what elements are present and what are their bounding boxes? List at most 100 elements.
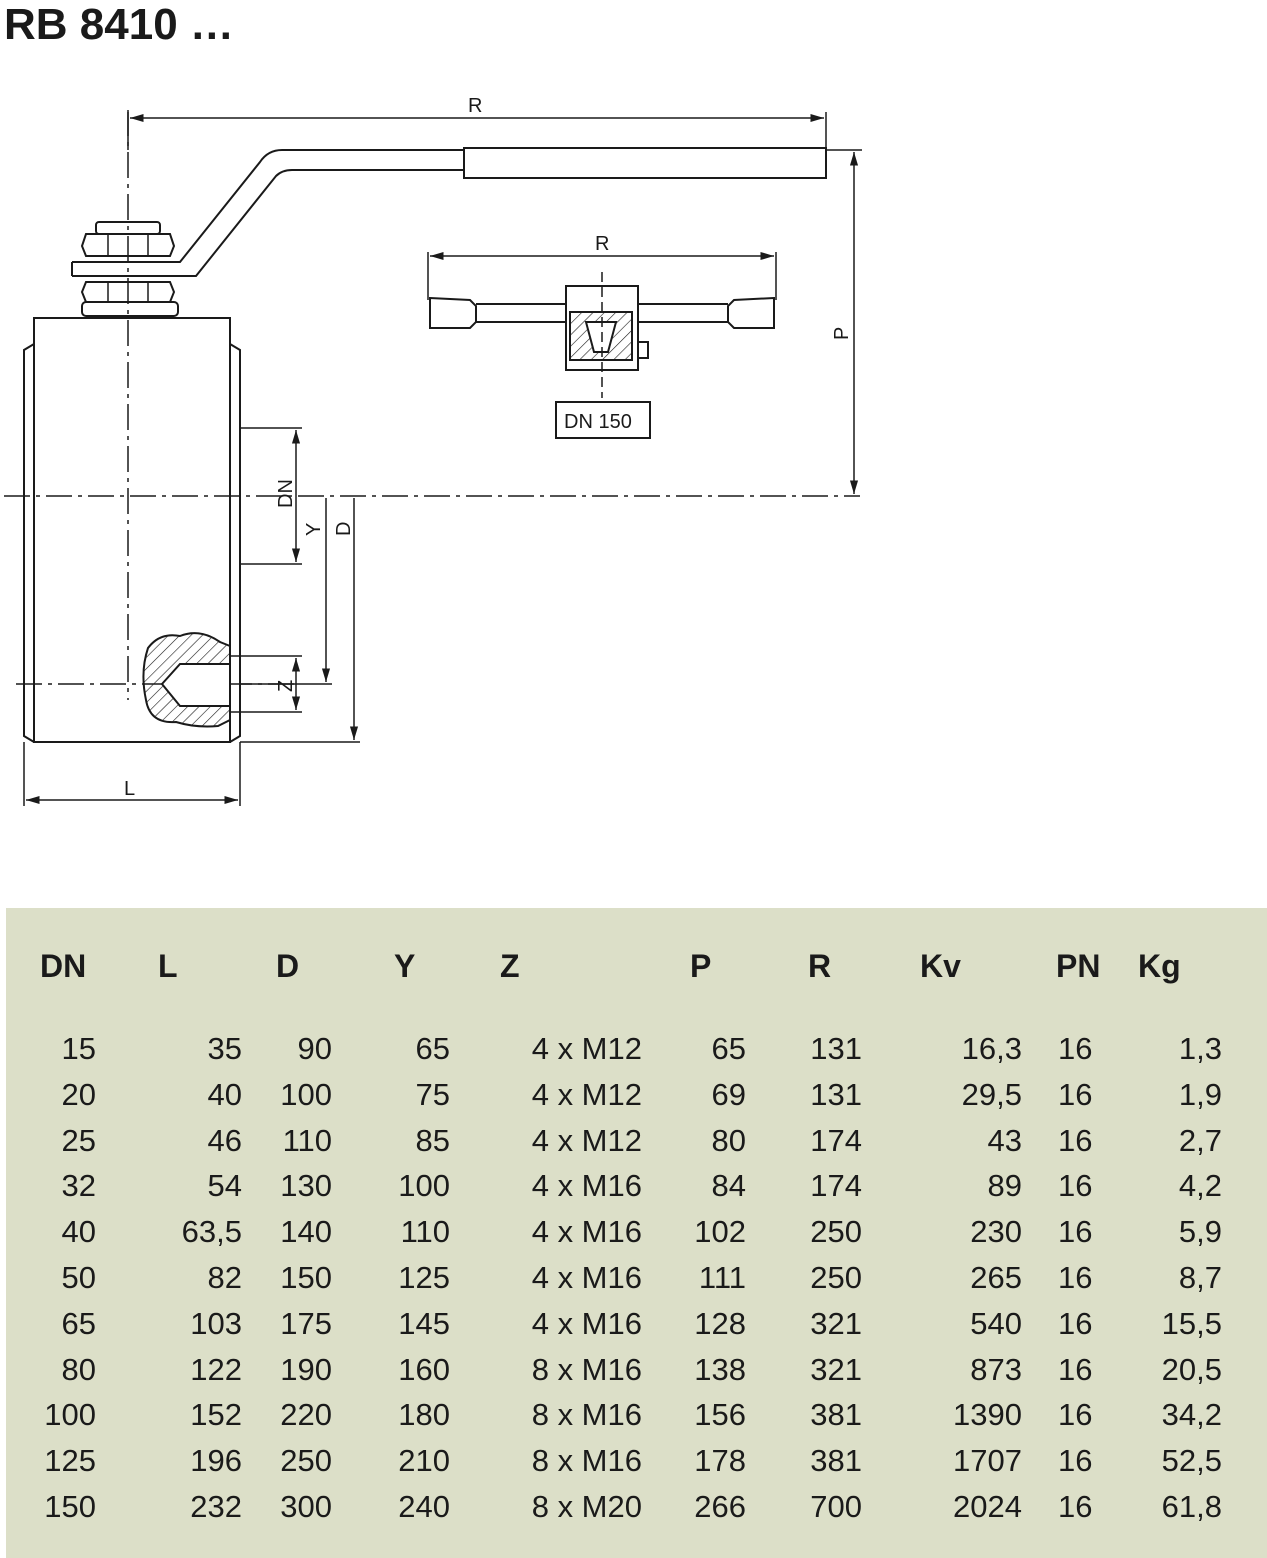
table-cell-p: 65 <box>711 1031 746 1066</box>
table-cell-p: 178 <box>694 1443 746 1479</box>
inset-t-handle <box>429 272 775 398</box>
table-cell-pn: 16 <box>1058 1351 1093 1387</box>
table-cell-l: 35 <box>207 1031 242 1066</box>
table-cell-p: 156 <box>694 1397 746 1433</box>
table-cell-pn: 16 <box>1058 1260 1093 1295</box>
table-cell-r: 381 <box>810 1397 862 1433</box>
table-cell-p: 69 <box>711 1076 746 1112</box>
table-cell-z: 4 x M12 <box>531 1031 642 1066</box>
table-cell-d: 130 <box>280 1168 332 1204</box>
table-cell-l: 82 <box>207 1260 242 1295</box>
table-cell-d: 100 <box>280 1076 332 1112</box>
upper-nut <box>80 233 176 257</box>
table-cell-dn: 80 <box>61 1351 96 1387</box>
table-cell-kg: 5,9 <box>1178 1214 1222 1250</box>
table-cell-l: 63,5 <box>181 1214 242 1250</box>
table-cell-y: 180 <box>398 1397 450 1433</box>
dim-label-d: D <box>333 522 355 536</box>
table-cell-p: 138 <box>694 1351 746 1387</box>
table-cell-l: 103 <box>190 1305 242 1341</box>
table-cell-kg: 2,7 <box>1178 1122 1222 1158</box>
table-cell-kg: 34,2 <box>1161 1397 1222 1433</box>
dim-label-p: P <box>831 327 853 340</box>
table-cell-r: 700 <box>810 1489 862 1524</box>
table-cell-kv: 873 <box>970 1351 1022 1387</box>
table-cell-y: 210 <box>398 1443 450 1479</box>
inset-label: DN 150 <box>564 411 632 433</box>
table-cell-kv: 89 <box>987 1168 1022 1204</box>
table-cell-d: 90 <box>297 1031 332 1066</box>
dim-label-l: L <box>124 778 135 800</box>
table-cell-d: 250 <box>280 1443 332 1479</box>
table-cell-d: 190 <box>280 1351 332 1387</box>
table-cell-l: 232 <box>190 1489 242 1524</box>
column-header-z: Z <box>500 948 520 984</box>
table-cell-p: 102 <box>694 1214 746 1250</box>
column-header-d: D <box>276 948 300 984</box>
table-cell-dn: 100 <box>44 1397 96 1433</box>
table-cell-dn: 150 <box>44 1489 96 1524</box>
table-cell-y: 100 <box>398 1168 450 1204</box>
column-header-pn: PN <box>1056 948 1101 984</box>
bolt-hole <box>160 663 231 707</box>
table-cell-d: 300 <box>280 1489 332 1524</box>
table-cell-dn: 32 <box>61 1168 96 1204</box>
table-cell-pn: 16 <box>1058 1168 1093 1204</box>
table-cell-dn: 40 <box>61 1214 96 1250</box>
table-cell-kv: 2024 <box>953 1489 1022 1524</box>
handle-lever <box>72 149 464 263</box>
table-cell-pn: 16 <box>1058 1214 1093 1250</box>
table-cell-r: 131 <box>810 1031 862 1066</box>
column-header-y: Y <box>394 948 416 984</box>
table-cell-pn: 16 <box>1058 1122 1093 1158</box>
table-cell-d: 175 <box>280 1305 332 1341</box>
column-header-r: R <box>808 948 832 984</box>
table-cell-l: 46 <box>207 1122 242 1158</box>
table-cell-r: 174 <box>810 1168 862 1204</box>
table-cell-z: 4 x M12 <box>531 1076 642 1112</box>
table-cell-z: 4 x M16 <box>531 1214 642 1250</box>
table-cell-kg: 8,7 <box>1178 1260 1222 1295</box>
table-cell-kv: 43 <box>987 1122 1022 1158</box>
table-cell-z: 8 x M20 <box>531 1489 642 1524</box>
table-cell-kv: 29,5 <box>961 1076 1022 1112</box>
table-cell-z: 4 x M16 <box>531 1260 642 1295</box>
table-cell-p: 266 <box>694 1489 746 1524</box>
table-cell-d: 150 <box>280 1260 332 1295</box>
table-cell-dn: 65 <box>61 1305 96 1341</box>
table-cell-z: 4 x M16 <box>531 1305 642 1341</box>
dim-label-r-inset: R <box>595 233 609 255</box>
table-cell-dn: 50 <box>61 1260 96 1295</box>
table-cell-dn: 15 <box>61 1031 96 1066</box>
table-cell-d: 140 <box>280 1214 332 1250</box>
column-header-p: P <box>690 948 712 984</box>
table-cell-y: 65 <box>415 1031 450 1066</box>
table-cell-kv: 265 <box>970 1260 1022 1295</box>
table-cell-kv: 1390 <box>953 1397 1022 1433</box>
table-cell-y: 145 <box>398 1305 450 1341</box>
table-cell-pn: 16 <box>1058 1305 1093 1341</box>
handle-grip <box>463 147 827 179</box>
table-cell-pn: 16 <box>1058 1489 1093 1524</box>
table-cell-r: 174 <box>810 1122 862 1158</box>
table-cell-kg: 1,9 <box>1178 1076 1222 1112</box>
column-header-l: L <box>158 948 178 984</box>
table-cell-y: 160 <box>398 1351 450 1387</box>
table-cell-kg: 1,3 <box>1178 1031 1222 1066</box>
table-cell-p: 111 <box>698 1260 746 1295</box>
table-cell-r: 321 <box>810 1351 862 1387</box>
table-cell-dn: 20 <box>61 1076 96 1112</box>
table-cell-kv: 1707 <box>953 1443 1022 1479</box>
column-header-dn: DN <box>40 948 87 984</box>
table-cell-l: 196 <box>190 1443 242 1479</box>
page-title: RB 8410 … <box>4 0 234 49</box>
table-cell-r: 381 <box>810 1443 862 1479</box>
table-cell-p: 128 <box>694 1305 746 1341</box>
table-cell-kg: 4,2 <box>1178 1168 1222 1204</box>
valve-technical-drawing: R DN Y D Z L P R <box>4 95 862 806</box>
table-cell-d: 220 <box>280 1397 332 1433</box>
table-cell-p: 84 <box>711 1168 746 1204</box>
table-cell-dn: 125 <box>44 1443 96 1479</box>
table-cell-y: 110 <box>400 1214 450 1250</box>
table-cell-r: 250 <box>810 1214 862 1250</box>
